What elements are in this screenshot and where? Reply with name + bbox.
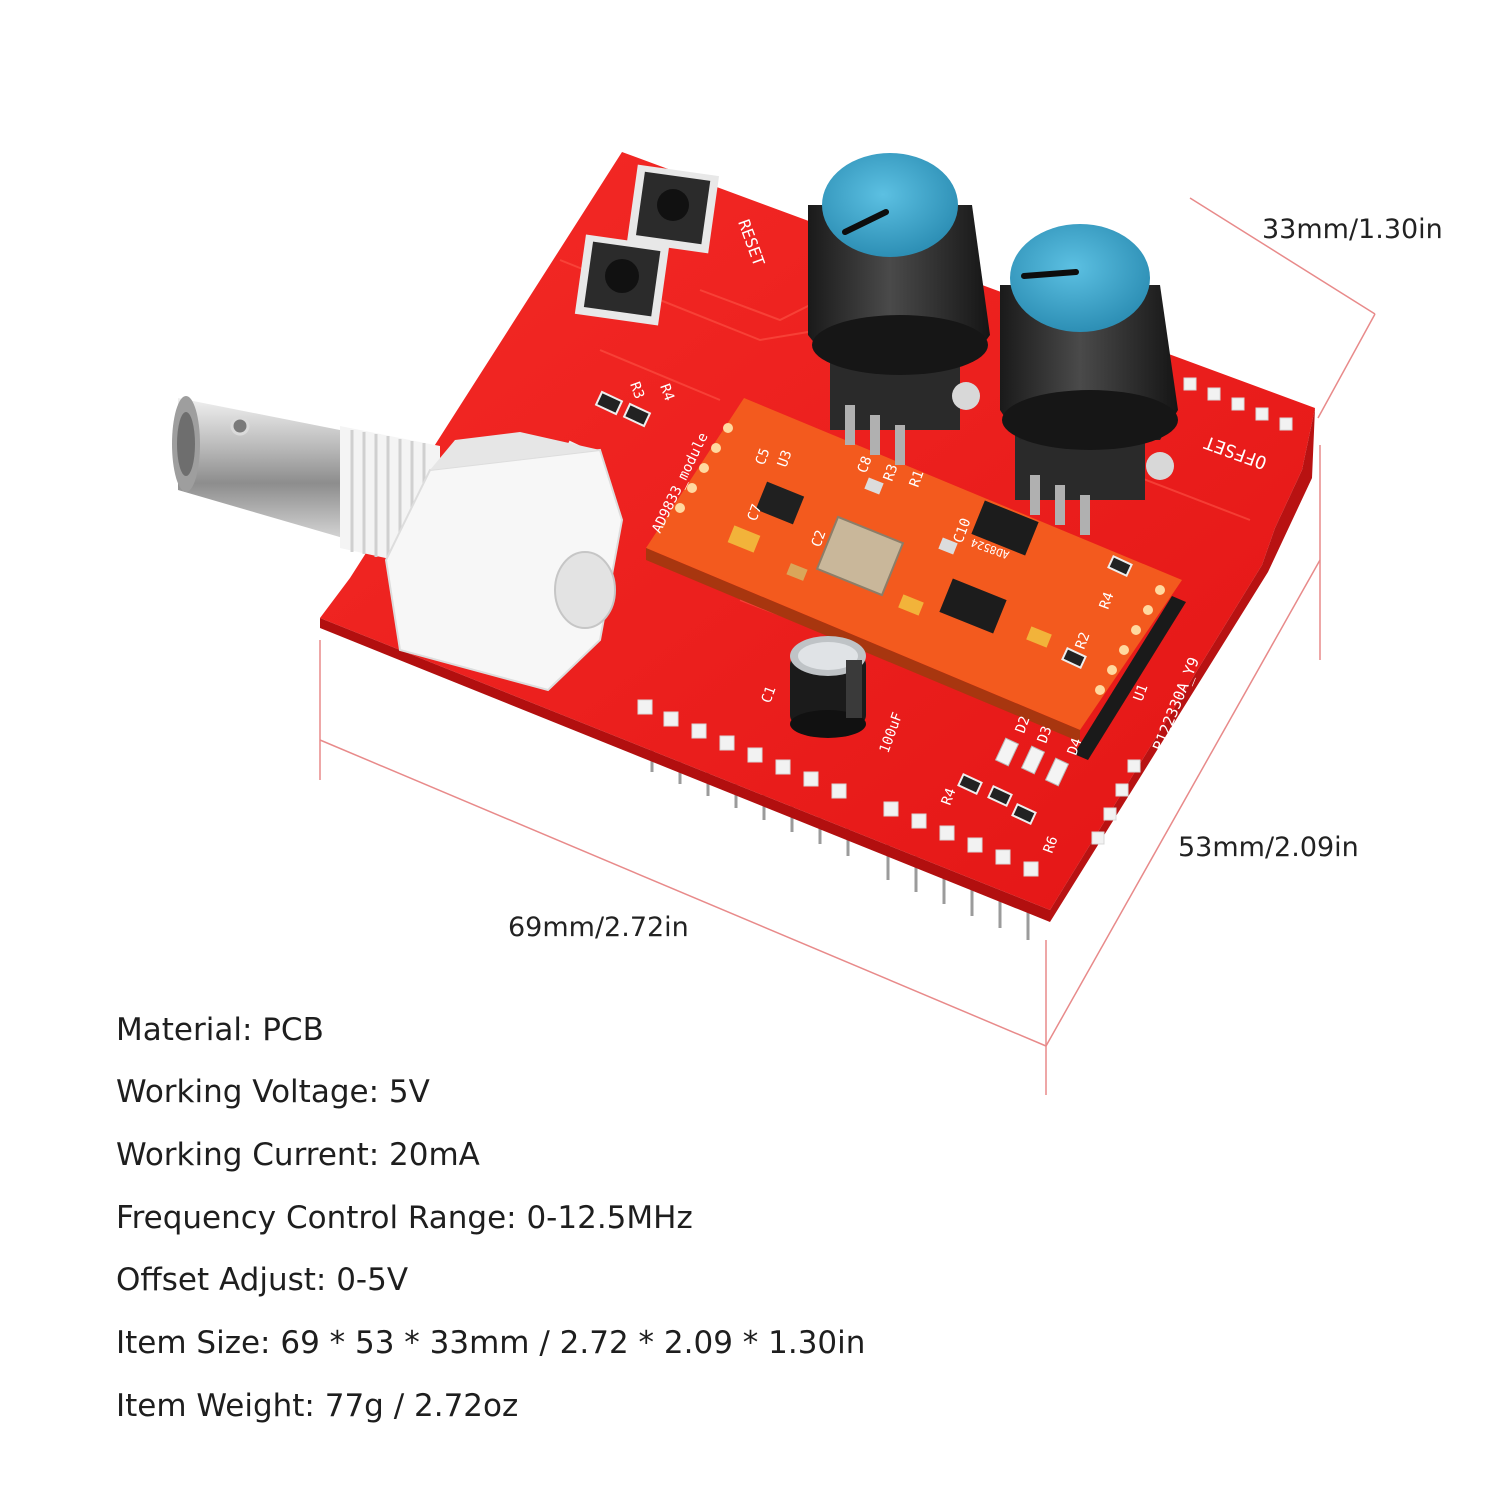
r4-lower-label: R4 bbox=[939, 786, 960, 807]
spec-working-voltage: Working Voltage: 5V bbox=[116, 1074, 430, 1110]
c2-label: C2 bbox=[809, 528, 830, 549]
knob-right bbox=[1000, 224, 1178, 450]
c8-label: C8 bbox=[855, 454, 876, 475]
spec-item-weight: Item Weight: 77g / 2.72oz bbox=[116, 1388, 519, 1424]
d2-label: D2 bbox=[1013, 714, 1034, 735]
ad9833-module bbox=[646, 398, 1182, 742]
c7-label: C7 bbox=[745, 502, 766, 523]
width-dimension-label: 53mm/2.09in bbox=[1178, 832, 1359, 863]
header-pads bbox=[637, 377, 1293, 877]
height-dimension-label: 33mm/1.30in bbox=[1262, 214, 1443, 245]
spec-working-current: Working Current: 20mA bbox=[116, 1137, 480, 1173]
d3-label: D3 bbox=[1035, 724, 1056, 745]
reset-button bbox=[626, 164, 720, 254]
r2-label: R2 bbox=[1073, 630, 1094, 651]
u1-label: U1 bbox=[1131, 682, 1152, 703]
r1-label: R1 bbox=[907, 468, 928, 489]
knob-left bbox=[808, 153, 990, 375]
c1-label: C1 bbox=[759, 684, 780, 705]
spec-frequency-range: Frequency Control Range: 0-12.5MHz bbox=[116, 1200, 693, 1236]
r3-board-label: R3 bbox=[626, 380, 647, 401]
dimension-lines bbox=[319, 197, 1376, 1095]
r4-board-label: R4 bbox=[656, 382, 677, 403]
header-socket bbox=[1074, 596, 1186, 760]
electrolytic-capacitor bbox=[790, 636, 866, 738]
tact-button bbox=[574, 234, 670, 326]
u3-label: U3 bbox=[775, 448, 796, 469]
length-dimension-label: 69mm/2.72in bbox=[508, 912, 689, 943]
r6-label: R6 bbox=[1041, 834, 1062, 855]
r4-label: R4 bbox=[1097, 590, 1118, 611]
spec-material: Material: PCB bbox=[116, 1012, 324, 1048]
d4-label: D4 bbox=[1065, 736, 1086, 757]
spec-item-size: Item Size: 69 * 53 * 33mm / 2.72 * 2.09 … bbox=[116, 1325, 866, 1361]
c5-label: C5 bbox=[753, 446, 774, 467]
bnc-connector bbox=[172, 396, 624, 692]
spec-offset-adjust: Offset Adjust: 0-5V bbox=[116, 1262, 409, 1298]
r3-label: R3 bbox=[881, 462, 902, 483]
